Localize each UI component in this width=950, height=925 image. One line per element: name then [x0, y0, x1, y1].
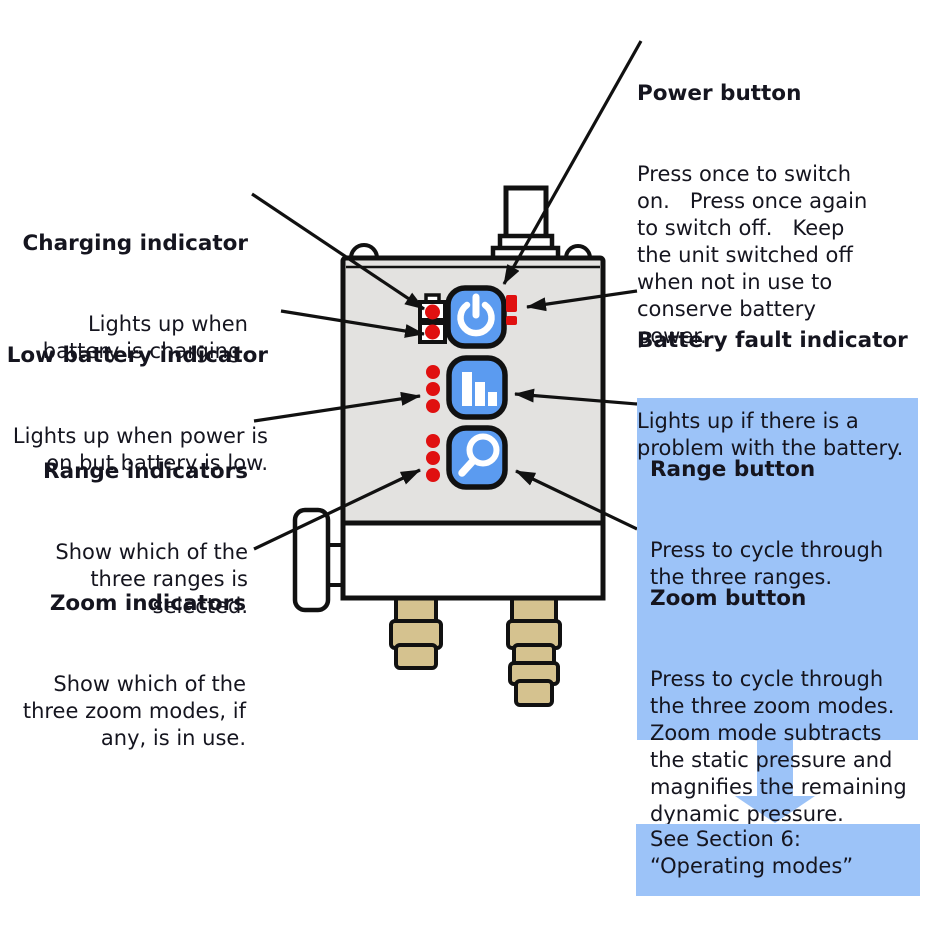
low-battery-led: [425, 324, 440, 340]
battery-fault-indicator-title: Battery fault indicator: [637, 328, 908, 353]
battery-icon: [418, 293, 447, 344]
side-knob: [292, 507, 331, 613]
power-button-title: Power button: [637, 81, 802, 106]
low-battery-indicator-callout: Low battery indicator Lights up when pow…: [0, 288, 268, 531]
range-leds: [426, 365, 440, 413]
pressure-port-left: [389, 594, 443, 670]
charging-led: [425, 304, 440, 320]
zoom-indicators-title: Zoom indicators: [49, 591, 246, 616]
battery-fault-indicator-description: Lights up if there is a problem with the…: [637, 409, 904, 460]
battery-fault-callout-arrow: [526, 289, 638, 312]
range-button-title: Range button: [650, 457, 816, 482]
power-button-callout: Power button Press once to switch on. Pr…: [637, 26, 937, 404]
low-battery-indicator-title: Low battery indicator: [6, 343, 268, 368]
charging-indicator-title: Charging indicator: [22, 231, 248, 256]
zoom-leds: [426, 434, 440, 482]
zoom-button-callout-arrow: [515, 469, 638, 531]
power-icon: [457, 293, 495, 337]
flow-arrow-down: [735, 739, 815, 823]
magnifier-icon: [458, 433, 500, 477]
zoom-indicators-callout: Zoom indicators Show which of the three …: [0, 536, 246, 806]
low-battery-indicator-description: Lights up when power is on but battery i…: [12, 424, 268, 475]
range-button-callout: Range button Press to cycle through the …: [650, 402, 883, 645]
top-connector: [490, 185, 561, 264]
charging-callout-arrow: [251, 192, 425, 311]
charging-indicator-callout: Charging indicator Lights up when batter…: [0, 176, 248, 419]
power-callout-arrow: [502, 40, 643, 285]
device-lower-band: [340, 520, 606, 601]
section-reference-box: See Section 6: “Operating modes”: [636, 824, 920, 896]
range-indicators-title: Range indicators: [43, 459, 248, 484]
low-battery-callout-arrow: [280, 309, 425, 338]
zoom-indicators-callout-arrow: [253, 468, 421, 551]
battery-fault-icon: [506, 295, 517, 325]
pressure-meter-drawing: [292, 185, 606, 707]
zoom-button-callout: Zoom button Press to cycle through the t…: [650, 531, 907, 882]
power-button-description: Press once to switch on. Press once agai…: [637, 162, 868, 348]
pressure-port-right: [506, 594, 562, 707]
range-indicators-callout-arrow: [253, 391, 421, 423]
battery-fault-indicator-callout: Battery fault indicator Lights up if the…: [637, 273, 942, 516]
power-button: [445, 285, 507, 349]
range-indicators-description: Show which of the three ranges is select…: [55, 540, 248, 618]
zoom-button-description: Press to cycle through the three zoom mo…: [650, 667, 907, 826]
range-button-description: Press to cycle through the three ranges.: [650, 538, 884, 589]
zoom-button: [446, 425, 508, 490]
range-button: [446, 355, 508, 420]
charging-indicator-description: Lights up when battery is charging.: [42, 312, 248, 363]
range-button-callout-arrow: [514, 388, 638, 406]
range-indicators-callout: Range indicators Show which of the three…: [0, 404, 248, 674]
button-info-box: Range button Press to cycle through the …: [637, 398, 918, 826]
zoom-indicators-description: Show which of the three zoom modes, if a…: [22, 672, 246, 750]
section-reference-text: See Section 6: “Operating modes”: [650, 827, 854, 878]
bar-chart-icon: [462, 372, 497, 406]
zoom-button-title: Zoom button: [650, 586, 807, 611]
